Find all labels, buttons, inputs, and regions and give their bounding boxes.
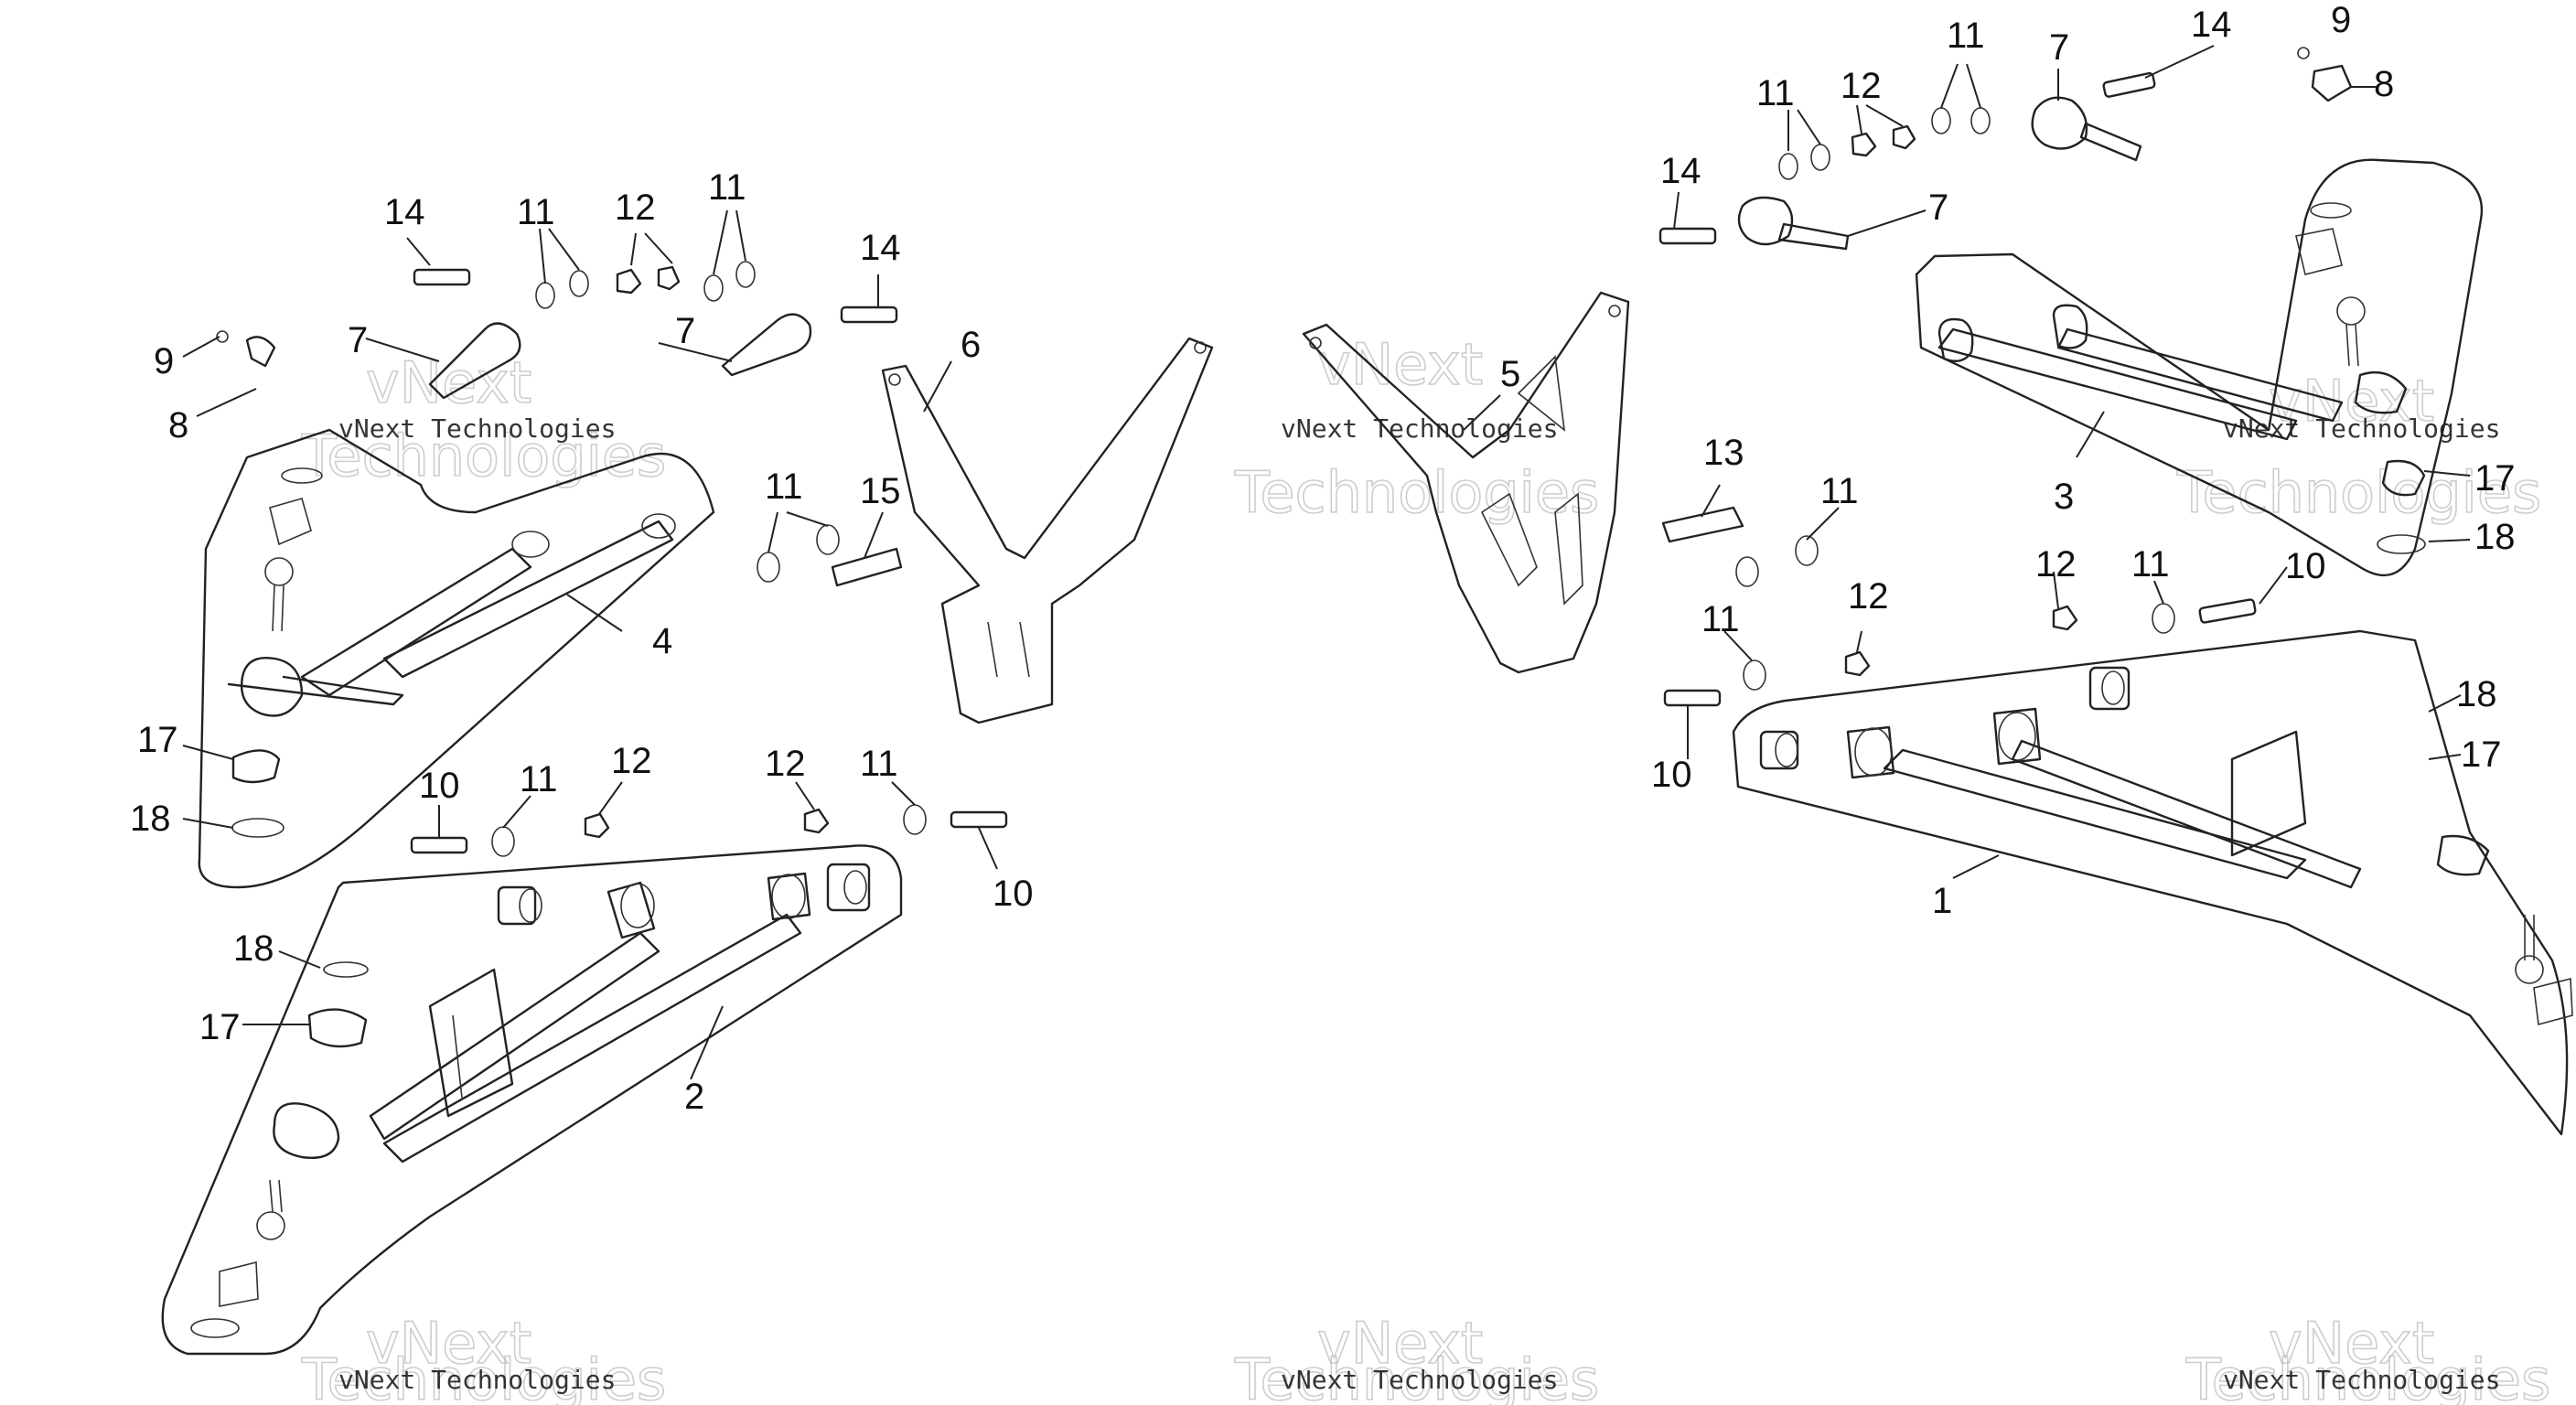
watermark-big-5a: vNext	[1317, 1310, 1483, 1377]
callout-right-12b: 12	[2035, 544, 2077, 585]
callout-left-11a: 11	[517, 192, 555, 232]
callout-left-12c: 12	[765, 744, 806, 784]
watermark-big-2b: Technologies	[1234, 459, 1599, 526]
right-hardware	[1658, 47, 2353, 707]
callout-right-10b: 10	[1651, 755, 1692, 795]
callout-right-12c: 12	[1848, 576, 1889, 617]
watermark-big-4a: vNext	[366, 1310, 531, 1377]
watermark-big-1b: Technologies	[301, 423, 666, 489]
callout-left-11d: 11	[520, 759, 558, 799]
watermark-big-3b: Technologies	[2176, 459, 2541, 526]
callout-left-17b: 17	[199, 1007, 241, 1047]
callout-right-11c: 11	[1820, 471, 1859, 511]
watermark-big-2a: vNext	[1317, 331, 1483, 398]
watermark-big-6b: Technologies	[2185, 1346, 2550, 1405]
callout-right-18b: 18	[2456, 674, 2497, 714]
callout-right-14b: 14	[1660, 151, 1701, 191]
callout-right-13: 13	[1703, 433, 1744, 473]
watermark-big-5b: Technologies	[1234, 1346, 1599, 1405]
callout-left-17a: 17	[137, 720, 178, 760]
callout-right-10a: 10	[2285, 546, 2326, 586]
callout-right-9: 9	[2331, 0, 2351, 40]
right-callouts: 11 7 14 9 11 12 8 14 7 5 13 11 3 17 18 1…	[1500, 0, 2516, 921]
left-assembly: 14 11 12 11 14 9 8 7 7 6 4 11 15 17 18 1…	[130, 167, 1214, 1356]
left-callouts: 14 11 12 11 14 9 8 7 7 6 4 11 15 17 18 1…	[130, 167, 1034, 1117]
watermark-big-1a: vNext	[366, 349, 531, 416]
callout-right-11e: 11	[1701, 599, 1740, 639]
part-2-lower-arm	[161, 844, 903, 1356]
part-4-upper-arm	[198, 428, 715, 889]
callout-right-11b: 11	[1947, 16, 1985, 56]
callout-left-7b: 7	[675, 311, 695, 351]
callout-right-5: 5	[1500, 354, 1520, 394]
callout-left-11e: 11	[860, 744, 898, 784]
callout-right-7b: 7	[1928, 188, 1948, 228]
callout-left-18b: 18	[233, 928, 274, 969]
callout-right-11a: 11	[1756, 73, 1795, 113]
part-5-bracket	[1302, 291, 1630, 674]
left-leaders	[182, 209, 998, 1080]
callout-left-12b: 12	[611, 741, 652, 781]
callout-left-15: 15	[860, 471, 901, 511]
watermark-big-4b: Technologies	[301, 1346, 666, 1405]
watermark-label-5: vNext Technologies	[1281, 1365, 1558, 1395]
watermark-big-6a: vNext	[2269, 1310, 2434, 1377]
part-1-lower-arm	[1732, 629, 2573, 1136]
callout-right-14a: 14	[2191, 5, 2232, 45]
right-assembly: 11 7 14 9 11 12 8 14 7 5 13 11 3 17 18 1…	[1500, 0, 2573, 1136]
callout-right-17b: 17	[2461, 735, 2502, 775]
watermark-label-6: vNext Technologies	[2223, 1365, 2500, 1395]
watermark-group: vNext Technologies vNext Technologies vN…	[300, 330, 2551, 1405]
right-leaders	[1673, 45, 2471, 879]
left-hardware	[216, 261, 1008, 857]
callout-left-6: 6	[961, 325, 981, 365]
callout-left-12a: 12	[615, 188, 656, 228]
callout-right-11d: 11	[2131, 544, 2170, 585]
watermark-label-4: vNext Technologies	[338, 1365, 616, 1395]
callout-right-1: 1	[1932, 881, 1952, 921]
callout-left-11c: 11	[765, 467, 803, 507]
callout-right-3: 3	[2054, 477, 2074, 517]
callout-left-14a: 14	[384, 192, 425, 232]
callout-left-4: 4	[652, 621, 672, 661]
callout-left-18a: 18	[130, 799, 171, 839]
watermark-label-2: vNext Technologies	[1281, 413, 1558, 444]
callout-left-10b: 10	[993, 874, 1034, 914]
callout-left-9: 9	[154, 341, 174, 381]
part-6-bracket	[881, 337, 1214, 724]
callout-left-7a: 7	[348, 320, 368, 360]
watermark-label-3: vNext Technologies	[2223, 413, 2500, 444]
callout-right-8: 8	[2374, 64, 2394, 104]
callout-left-14b: 14	[860, 228, 901, 268]
callout-left-11b: 11	[708, 167, 746, 208]
callout-right-18a: 18	[2474, 517, 2516, 557]
callout-left-10a: 10	[419, 766, 460, 806]
callout-left-2: 2	[684, 1077, 704, 1117]
callout-right-12a: 12	[1841, 66, 1882, 106]
callout-right-7a: 7	[2049, 27, 2069, 68]
callout-left-8: 8	[168, 405, 188, 445]
watermark-label-1: vNext Technologies	[338, 413, 616, 444]
callout-right-17a: 17	[2474, 458, 2516, 499]
part-3-upper-arm	[1915, 158, 2484, 576]
